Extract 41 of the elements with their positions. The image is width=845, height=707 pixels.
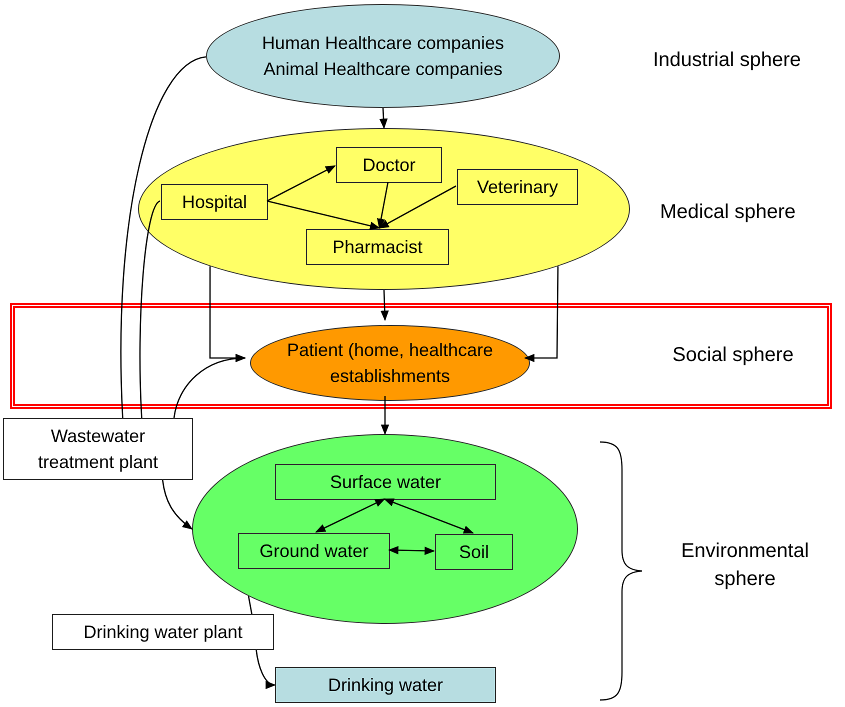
sphere-label: Industrial sphere [653, 48, 802, 73]
node-label: Pharmacist [331, 236, 424, 259]
node-label: Surface water [328, 471, 442, 494]
node-label: Drinking water plant [82, 621, 244, 644]
node-label: Ground water [258, 540, 370, 563]
social-sphere-frame [10, 303, 832, 409]
arrow [524, 266, 559, 362]
arrow [162, 480, 193, 530]
text-box [3, 418, 193, 480]
text-box [238, 533, 390, 569]
node-label: Wastewater treatment plant [36, 425, 160, 474]
arrow [380, 396, 390, 436]
node-label: Drinking water [326, 674, 444, 697]
text-box [275, 667, 496, 703]
node-label: Soil [458, 541, 490, 564]
arrow [380, 290, 389, 322]
text-box [275, 464, 496, 500]
sphere-label: Environmental sphere [680, 539, 810, 592]
node-label: Doctor [361, 154, 416, 177]
text-box [161, 184, 268, 220]
node-label: Hospital [180, 191, 248, 214]
node-label: Human Healthcare companies Animal Healthcare companies [260, 32, 506, 81]
node-label: Veterinary [476, 176, 560, 199]
text-box [306, 229, 449, 265]
text-box [435, 534, 513, 570]
sphere-label: Medical sphere [660, 200, 797, 225]
arrow [266, 200, 380, 230]
text-box [457, 169, 578, 205]
arrow [388, 546, 436, 555]
arrow [173, 354, 246, 418]
arrow [384, 498, 474, 534]
arrow [256, 650, 276, 688]
text-box [52, 614, 274, 650]
arrow [379, 108, 388, 130]
text-box [336, 147, 442, 183]
sphere-label: Social sphere [671, 343, 795, 368]
arrow [266, 165, 336, 202]
arrow [377, 182, 389, 230]
arrow [315, 498, 386, 533]
arrow [378, 185, 456, 229]
node-label: Patient (home, healthcare establishments [286, 339, 494, 388]
